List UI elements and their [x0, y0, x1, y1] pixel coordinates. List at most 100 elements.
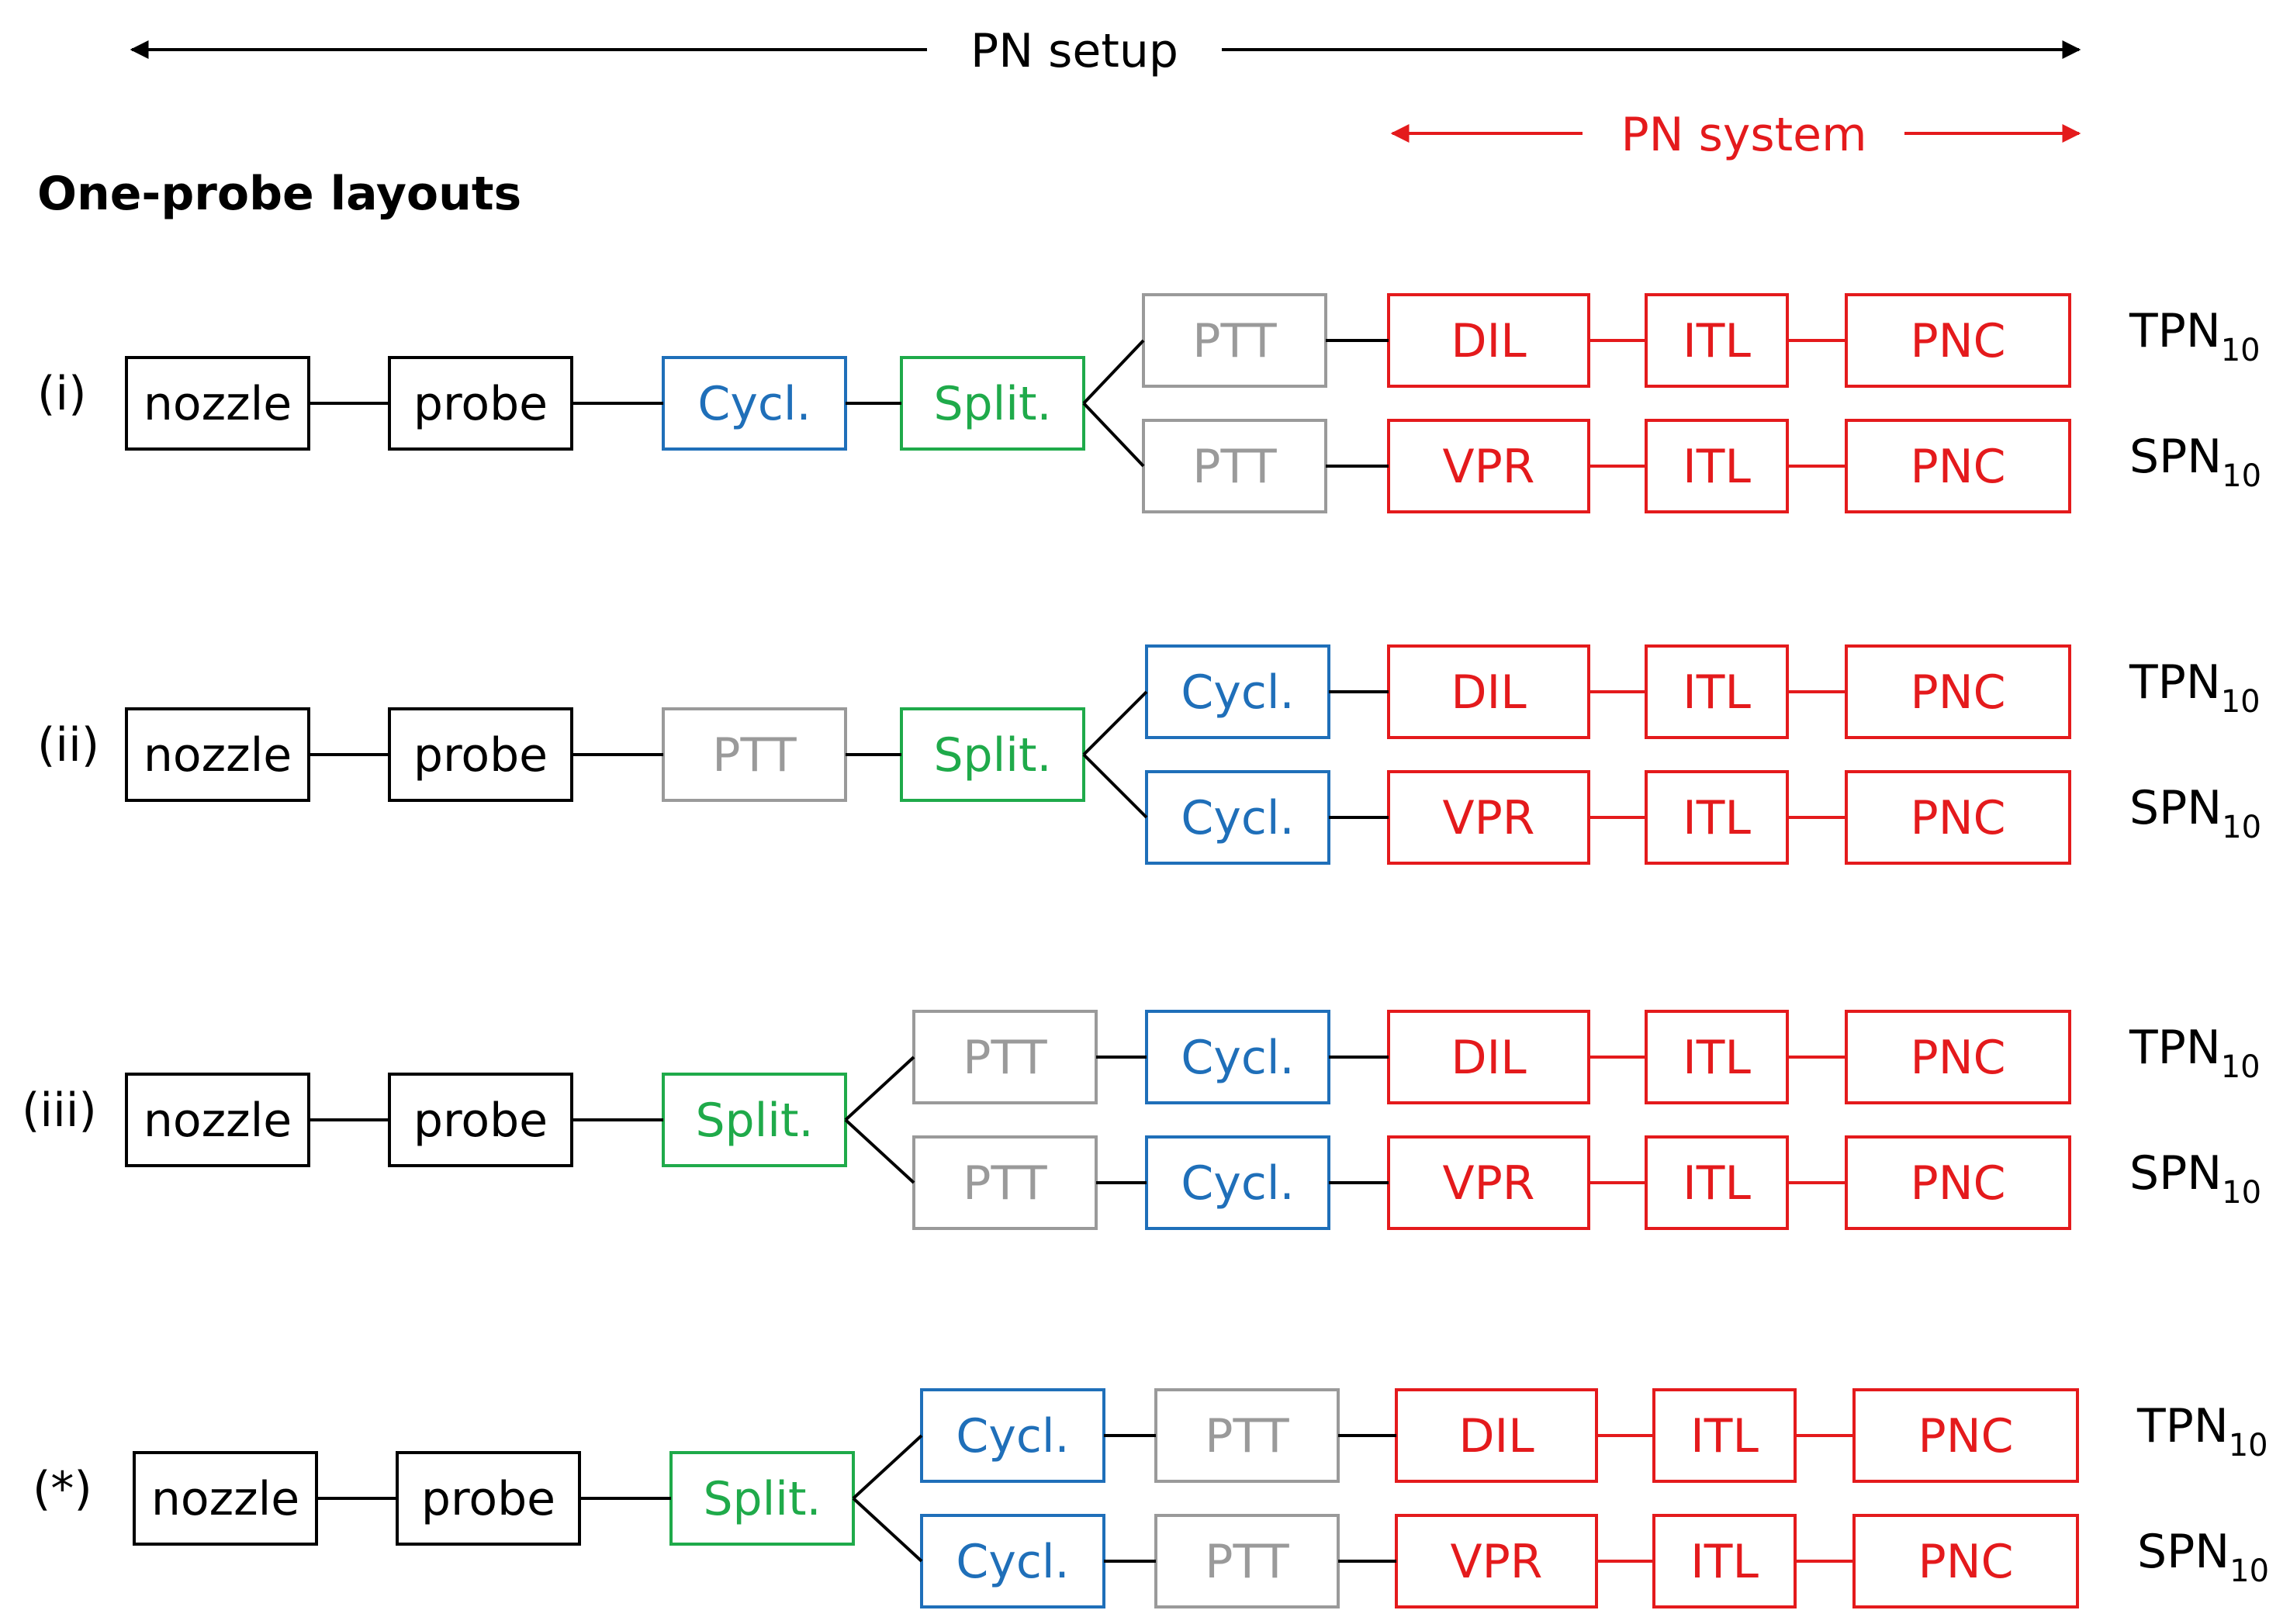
ptt-box: PTT	[1154, 1388, 1340, 1483]
box-label: probe	[413, 377, 548, 431]
box-frame	[1845, 644, 2071, 739]
itl-box: ITL	[1645, 644, 1789, 739]
box-label: PTT	[1205, 1535, 1289, 1589]
box-frame	[1387, 293, 1590, 388]
box-label: Split.	[703, 1472, 821, 1526]
split-box: Split.	[662, 1073, 847, 1167]
box-label: ITL	[1683, 1031, 1751, 1085]
output-label-tpn: TPN10	[2129, 655, 2261, 720]
dil-box: DIL	[1387, 644, 1590, 739]
box-label: PNC	[1911, 440, 2006, 494]
box-frame	[662, 1073, 847, 1167]
row-label: (i)	[37, 367, 87, 421]
itl-box: ITL	[1645, 1010, 1789, 1104]
split-line	[852, 1497, 923, 1563]
row-label: (*)	[33, 1462, 92, 1516]
pnc-box: PNC	[1845, 293, 2071, 388]
box-label: Cycl.	[1181, 665, 1294, 720]
box-frame	[388, 356, 573, 451]
box-label: PTT	[1205, 1409, 1289, 1463]
cycl-box: Cycl.	[920, 1388, 1105, 1483]
box-label: PTT	[963, 1156, 1047, 1211]
box-label: PNC	[1911, 1156, 2006, 1211]
box-frame	[900, 356, 1085, 451]
split-box: Split.	[900, 707, 1085, 802]
split-line	[1082, 402, 1145, 468]
box-label: VPR	[1451, 1535, 1543, 1589]
box-label: ITL	[1683, 791, 1751, 845]
pnc-box: PNC	[1852, 1514, 2079, 1608]
pnc-box: PNC	[1845, 644, 2071, 739]
box-label: PTT	[1192, 314, 1277, 368]
box-label: ITL	[1683, 665, 1751, 720]
split-box: Split.	[900, 356, 1085, 451]
box-frame	[1845, 293, 2071, 388]
box-label: PTT	[963, 1031, 1047, 1085]
box-frame	[1852, 1388, 2079, 1483]
ptt-box: PTT	[1154, 1514, 1340, 1608]
itl-box: ITL	[1645, 293, 1789, 388]
box-label: nozzle	[144, 728, 292, 783]
vpr-box: VPR	[1387, 419, 1590, 513]
box-label: Split.	[695, 1094, 813, 1148]
box-label: Split.	[933, 728, 1051, 783]
box-label: probe	[421, 1472, 555, 1526]
box-label: PNC	[1918, 1409, 2014, 1463]
box-label: Cycl.	[697, 377, 811, 431]
box-label: ITL	[1690, 1409, 1759, 1463]
box-label: DIL	[1451, 314, 1527, 368]
box-frame	[920, 1388, 1105, 1483]
box-frame	[1142, 293, 1327, 388]
box-label: DIL	[1451, 665, 1527, 720]
itl-box: ITL	[1652, 1388, 1797, 1483]
box-label: PNC	[1911, 791, 2006, 845]
dil-box: DIL	[1395, 1388, 1598, 1483]
output-label-tpn: TPN10	[2129, 1021, 2261, 1085]
box-label: probe	[413, 728, 548, 783]
probe-box: probe	[388, 1073, 573, 1167]
ptt-box: PTT	[662, 707, 847, 802]
box-label: PNC	[1911, 314, 2006, 368]
cycl-box: Cycl.	[1145, 770, 1330, 865]
nozzle-box: nozzle	[125, 707, 310, 802]
probe-box: probe	[388, 356, 573, 451]
ptt-box: PTT	[1142, 419, 1327, 513]
ptt-box: PTT	[912, 1135, 1098, 1230]
ptt-box: PTT	[912, 1010, 1098, 1104]
itl-box: ITL	[1652, 1514, 1797, 1608]
output-label-tpn: TPN10	[2129, 304, 2261, 368]
nozzle-box: nozzle	[133, 1451, 318, 1546]
box-frame	[1387, 1010, 1590, 1104]
layout-row: (ii) nozzle probe PTT Split. Cycl. DIL ITL PNC TP…	[37, 644, 2261, 865]
box-frame	[912, 1010, 1098, 1104]
itl-box: ITL	[1645, 770, 1789, 865]
itl-box: ITL	[1645, 419, 1789, 513]
box-frame	[1387, 1135, 1590, 1230]
box-frame	[125, 356, 310, 451]
box-label: Split.	[933, 377, 1051, 431]
split-line	[1082, 339, 1145, 405]
split-box: Split.	[669, 1451, 855, 1546]
output-label-spn: SPN10	[2129, 1146, 2261, 1211]
probe-box: probe	[396, 1451, 581, 1546]
box-frame	[1645, 1010, 1789, 1104]
box-label: ITL	[1683, 1156, 1751, 1211]
probe-box: probe	[388, 707, 573, 802]
box-label: nozzle	[151, 1472, 299, 1526]
itl-box: ITL	[1645, 1135, 1789, 1230]
box-frame	[662, 356, 847, 451]
dil-box: DIL	[1387, 293, 1590, 388]
output-label-spn: SPN10	[2137, 1525, 2269, 1589]
box-label: ITL	[1683, 314, 1751, 368]
box-label: Cycl.	[956, 1535, 1069, 1589]
pn-system-label: PN system	[1621, 108, 1866, 162]
nozzle-box: nozzle	[125, 1073, 310, 1167]
row-label: (ii)	[37, 718, 99, 772]
box-label: DIL	[1451, 1031, 1527, 1085]
cycl-box: Cycl.	[1145, 644, 1330, 739]
